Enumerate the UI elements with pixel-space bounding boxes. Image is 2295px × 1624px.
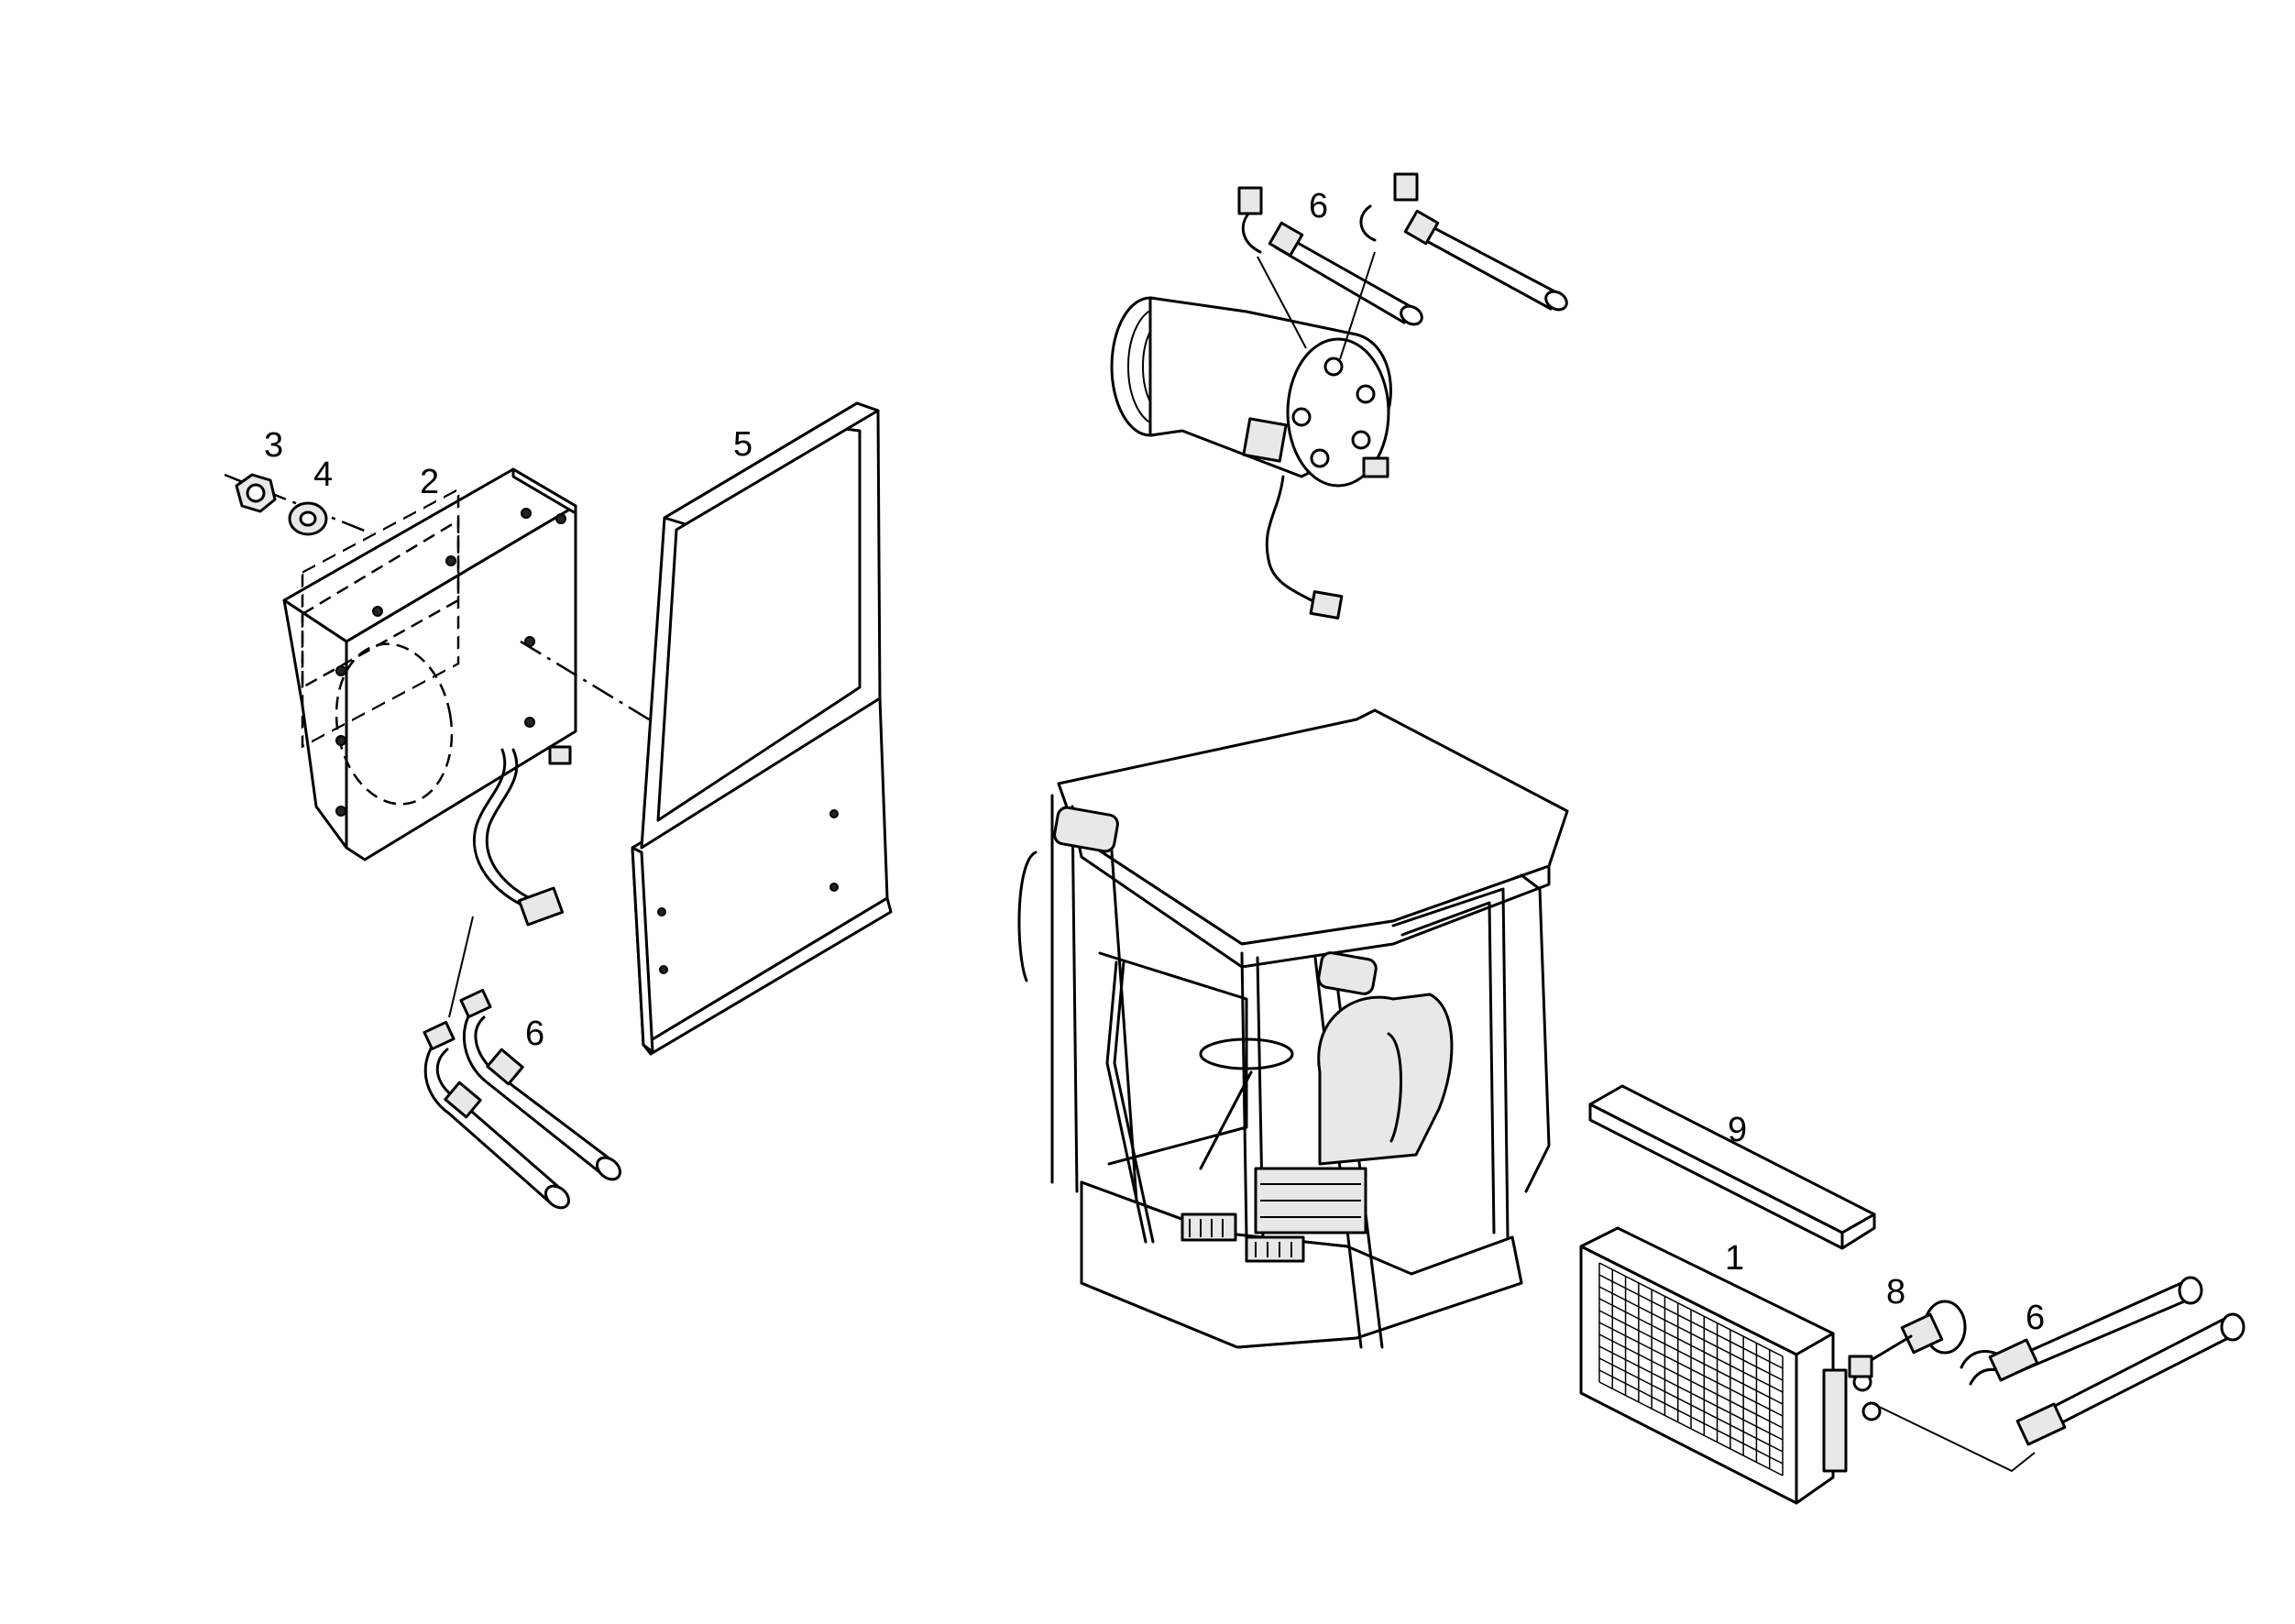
callout-seal-strip: 9: [1728, 1111, 1747, 1149]
condenser-grid: [1598, 1262, 1784, 1476]
compressor-part: [1110, 172, 1568, 620]
seal-strip-part: [1588, 1084, 1876, 1250]
callout-dryer: 8: [1886, 1273, 1905, 1311]
nut-washer-part: [224, 473, 372, 536]
condenser-part: [1579, 1226, 1882, 1505]
hoses-left-part: [423, 916, 622, 1210]
door-part: [631, 401, 893, 1056]
heater-box-part: [282, 467, 577, 927]
callout-heater-box: 2: [420, 463, 439, 501]
callout-washer: 4: [313, 455, 333, 494]
cab-part: [1017, 708, 1569, 1349]
callout-door: 5: [733, 425, 752, 464]
callout-nut: 3: [264, 426, 283, 465]
dryer-part: [1848, 1300, 1967, 1378]
callout-hoses-right: 6: [2026, 1299, 2045, 1337]
callout-condenser: 1: [1725, 1239, 1744, 1278]
callout-hoses-left: 6: [525, 1015, 544, 1053]
hoses-right-part: [1869, 1276, 2246, 1473]
callout-hoses-compressor: 6: [1309, 187, 1328, 225]
